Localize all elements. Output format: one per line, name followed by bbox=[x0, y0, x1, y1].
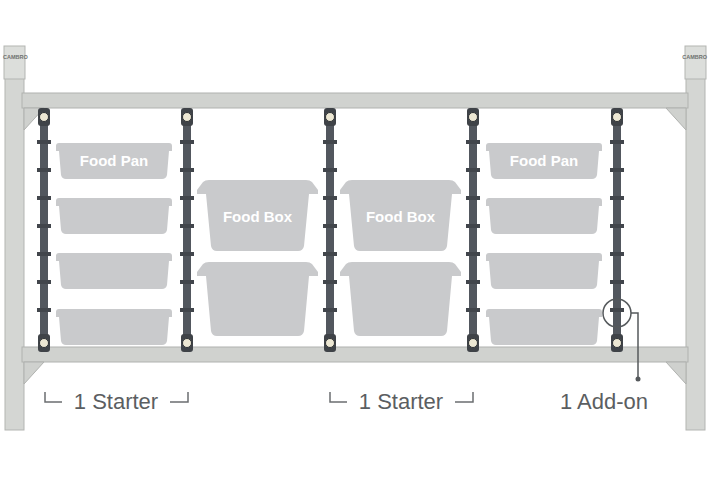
post-notch bbox=[37, 140, 51, 144]
food-box bbox=[197, 180, 318, 251]
brand-mark: CAMBRO bbox=[3, 54, 28, 60]
post-notch bbox=[180, 196, 194, 200]
post-clip bbox=[38, 108, 50, 126]
item-label: Food Pan bbox=[80, 152, 148, 169]
post-notch bbox=[323, 224, 337, 228]
food-pan bbox=[486, 198, 602, 234]
post-notch bbox=[323, 252, 337, 256]
post-notch bbox=[323, 168, 337, 172]
post-notch bbox=[466, 168, 480, 172]
post-notch bbox=[610, 308, 624, 312]
group-label: 1 Starter bbox=[71, 390, 161, 414]
food-pan bbox=[486, 253, 602, 289]
bottom-rail bbox=[22, 347, 688, 362]
outer-post bbox=[686, 48, 705, 430]
food-pan bbox=[56, 198, 172, 234]
rail-brace bbox=[666, 362, 686, 384]
post-notch bbox=[466, 252, 480, 256]
post-notch bbox=[180, 168, 194, 172]
post-knob bbox=[326, 339, 335, 348]
food-box bbox=[340, 180, 461, 251]
callout-circle bbox=[603, 299, 631, 327]
post-knob bbox=[613, 339, 622, 348]
pans bbox=[56, 198, 602, 345]
post-clip bbox=[611, 334, 623, 352]
post-notch bbox=[466, 196, 480, 200]
post-cap bbox=[685, 46, 706, 79]
group-label: 1 Add-on bbox=[557, 390, 651, 414]
post-notch bbox=[37, 252, 51, 256]
post-knob bbox=[183, 113, 192, 122]
leader-dot bbox=[636, 377, 641, 382]
item-label: Food Pan bbox=[510, 152, 578, 169]
food-pan bbox=[56, 309, 172, 345]
brand-mark: CAMBRO bbox=[682, 54, 707, 60]
post-notch bbox=[180, 224, 194, 228]
post-knob bbox=[326, 113, 335, 122]
bracket bbox=[455, 392, 473, 402]
post-knob bbox=[40, 339, 49, 348]
post-notch bbox=[610, 168, 624, 172]
post-clip bbox=[38, 334, 50, 352]
post-notch bbox=[37, 168, 51, 172]
post-knob bbox=[469, 339, 478, 348]
post-notch bbox=[323, 308, 337, 312]
post-clip bbox=[181, 108, 193, 126]
pan-posts bbox=[37, 108, 624, 352]
post-notch bbox=[37, 280, 51, 284]
post-knob bbox=[469, 113, 478, 122]
group-label: 1 Starter bbox=[356, 390, 446, 414]
post-notch bbox=[323, 140, 337, 144]
post-notch bbox=[610, 252, 624, 256]
food-pan bbox=[486, 143, 602, 179]
food-box bbox=[340, 262, 461, 336]
post-notch bbox=[610, 224, 624, 228]
food-box bbox=[197, 262, 318, 336]
post-notch bbox=[37, 196, 51, 200]
post-notch bbox=[466, 140, 480, 144]
food-pan: Food Pan bbox=[485, 143, 603, 179]
post-knob bbox=[613, 113, 622, 122]
post-knob bbox=[183, 339, 192, 348]
food-box: Food Box bbox=[197, 180, 318, 251]
post-notch bbox=[180, 308, 194, 312]
bracket bbox=[45, 392, 62, 402]
food-pan bbox=[486, 309, 602, 345]
post-cap bbox=[4, 46, 25, 79]
post-clip bbox=[467, 334, 479, 352]
post-notch bbox=[610, 280, 624, 284]
post-notch bbox=[466, 308, 480, 312]
rail-brace bbox=[24, 362, 44, 384]
post-clip bbox=[181, 334, 193, 352]
food-pan bbox=[56, 253, 172, 289]
post-notch bbox=[466, 280, 480, 284]
leader-line bbox=[631, 313, 638, 378]
post-clip bbox=[324, 108, 336, 126]
item-label: Food Box bbox=[366, 208, 435, 225]
post-notch bbox=[37, 308, 51, 312]
post-notch bbox=[610, 140, 624, 144]
food-pan bbox=[56, 143, 172, 179]
post-notch bbox=[466, 224, 480, 228]
post-notch bbox=[180, 140, 194, 144]
bracket bbox=[170, 392, 188, 402]
item-label: Food Box bbox=[223, 208, 292, 225]
post-notch bbox=[323, 196, 337, 200]
top-rail bbox=[22, 93, 688, 108]
post-notch bbox=[323, 280, 337, 284]
post-notch bbox=[37, 224, 51, 228]
post-clip bbox=[324, 334, 336, 352]
outer-post bbox=[5, 48, 24, 430]
post-notch bbox=[610, 196, 624, 200]
post-clip bbox=[611, 108, 623, 126]
food-box: Food Box bbox=[340, 180, 461, 251]
post-notch bbox=[180, 280, 194, 284]
post-clip bbox=[467, 108, 479, 126]
bracket bbox=[330, 392, 347, 402]
rail-brace bbox=[666, 108, 686, 130]
food-pan: Food Pan bbox=[55, 143, 173, 179]
post-notch bbox=[180, 252, 194, 256]
post-knob bbox=[40, 113, 49, 122]
